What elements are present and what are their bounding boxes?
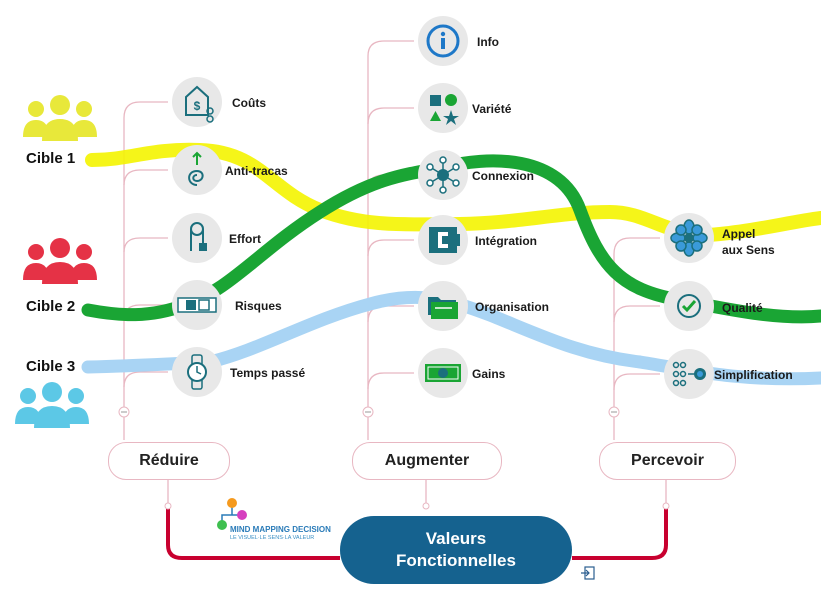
network-hub-icon	[426, 156, 460, 194]
integration-label: Intégration	[475, 234, 537, 248]
aux-sens-label: aux Sens	[722, 243, 775, 257]
mind-mapping-logo-icon	[217, 498, 247, 530]
organisation-node[interactable]	[418, 281, 468, 331]
time-node[interactable]	[172, 347, 222, 397]
appel-label: Appel	[722, 227, 756, 241]
simplification-label: Simplification	[714, 368, 793, 382]
effort-node[interactable]	[172, 213, 222, 263]
export-icon[interactable]	[580, 565, 596, 581]
seatbelt-icon	[177, 297, 217, 313]
connexion-node[interactable]	[418, 150, 468, 200]
gains-label: Gains	[472, 367, 506, 381]
category-percevoir[interactable]: Percevoir	[599, 442, 736, 480]
banknote-icon	[425, 364, 461, 382]
watch-icon	[187, 354, 207, 390]
simplify-dots-icon	[672, 361, 706, 387]
cible-2-people-icon	[23, 238, 97, 284]
costs-label: Coûts	[232, 96, 266, 110]
integration-node[interactable]	[418, 215, 468, 265]
category-augmenter[interactable]: Augmenter	[352, 442, 502, 480]
central-topic-line2: Fonctionnelles	[396, 551, 516, 570]
info-label: Info	[477, 35, 499, 49]
central-topic[interactable]: Valeurs Fonctionnelles	[340, 516, 572, 584]
variety-node[interactable]	[418, 83, 468, 133]
category-reduire[interactable]: Réduire	[108, 442, 230, 480]
anti-tracas-label: Anti-tracas	[225, 164, 288, 178]
cible-1-label: Cible 1	[26, 150, 76, 167]
simplification-node[interactable]	[664, 349, 714, 399]
quality-node[interactable]	[664, 281, 714, 331]
effort-label: Effort	[229, 232, 261, 246]
svg-text:$: $	[194, 99, 201, 113]
integration-icon	[429, 227, 460, 253]
quality-label: Qualité	[722, 301, 763, 315]
time-label: Temps passé	[230, 366, 306, 380]
spiral-arrow-icon	[188, 151, 204, 186]
appel-sens-node[interactable]	[664, 213, 714, 263]
cible-1-people-icon	[23, 95, 97, 141]
info-icon	[426, 24, 460, 58]
check-badge-icon	[677, 294, 701, 318]
flower-icon	[670, 219, 708, 257]
pulley-icon	[190, 222, 207, 251]
branch-left	[166, 506, 340, 560]
cible-2-label: Cible 2	[26, 298, 76, 315]
folders-icon	[428, 297, 458, 319]
logo-title: MIND MAPPING DECISION	[230, 525, 331, 534]
logo-subtitle: LE VISUEL·LE SENS·LA VALEUR	[230, 535, 315, 541]
risks-node[interactable]	[172, 280, 222, 330]
costs-node[interactable]: $	[172, 77, 222, 127]
cible-3-label: Cible 3	[26, 358, 76, 375]
central-topic-line1: Valeurs	[425, 529, 487, 548]
shapes-icon	[430, 94, 459, 125]
variety-label: Variété	[472, 102, 512, 116]
connexion-label: Connexion	[472, 169, 534, 183]
branch-right	[572, 506, 668, 560]
gains-node[interactable]	[418, 348, 468, 398]
organisation-label: Organisation	[475, 300, 550, 314]
branch-lines	[123, 40, 667, 506]
anti-tracas-node[interactable]	[172, 145, 222, 195]
cible-3-people-icon	[15, 382, 89, 428]
collapse-dots	[118, 406, 670, 510]
cost-tag-icon: $	[185, 85, 214, 123]
info-node[interactable]	[418, 16, 468, 66]
risks-label: Risques	[235, 299, 282, 313]
